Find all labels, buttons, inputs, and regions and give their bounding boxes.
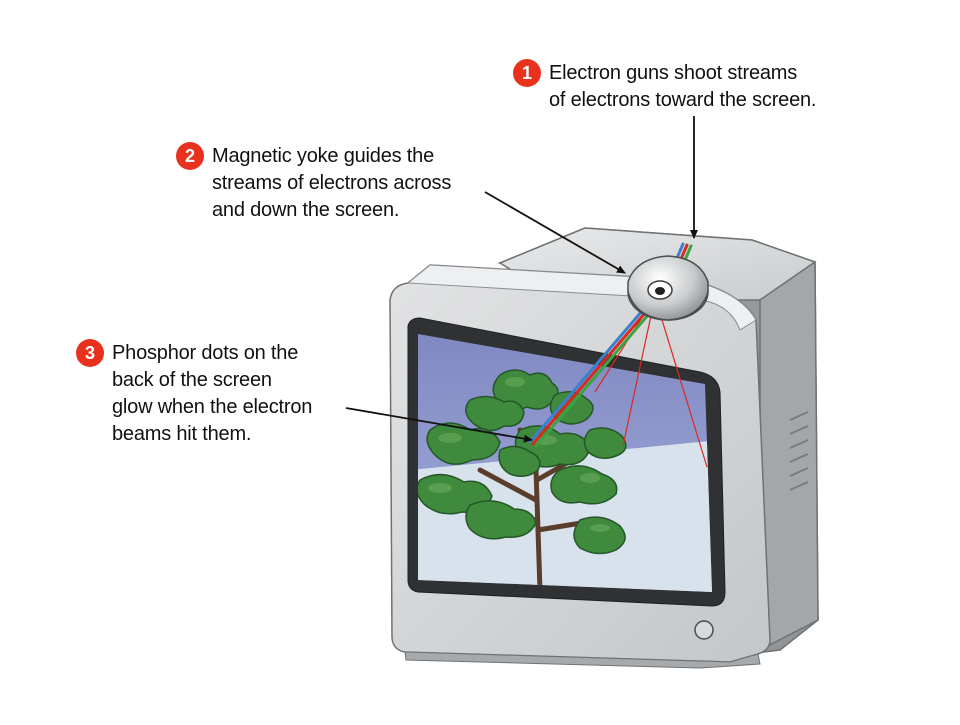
callout-2-line-1: Magnetic yoke guides the [212,145,435,167]
base-edge [404,651,761,669]
magnetic-yoke [627,255,709,321]
leader-lines [345,116,698,443]
number-badge-2: 2 [176,142,204,170]
number-badge-3: 3 [76,339,104,367]
callout-2-line-2: streams of electrons across [212,172,452,194]
callout-3: 3 Phosphor dots on the back of the scree… [76,339,312,448]
callout-1-line-2: of electrons toward the screen. [549,89,817,111]
leader-line-3 [345,407,533,443]
callout-1-text: Electron guns shoot streams of electrons… [549,60,816,114]
callout-2: 2 Magnetic yoke guides the streams of el… [176,142,451,224]
callout-2-line-3: and down the screen. [212,199,400,221]
callout-3-line-1: Phosphor dots on the [112,342,299,364]
callout-3-text: Phosphor dots on the back of the screen … [112,340,312,448]
callout-1: 1 Electron guns shoot streams of electro… [513,59,816,114]
callout-1-line-1: Electron guns shoot streams [549,62,798,84]
callout-3-line-4: beams hit them. [112,423,252,445]
leader-line-2 [484,191,626,274]
callout-2-text: Magnetic yoke guides the streams of elec… [212,143,451,224]
vent-slots [789,411,809,491]
electron-beams [528,295,662,448]
number-badge-1: 1 [513,59,541,87]
power-button [694,620,714,640]
screen-image [418,334,712,592]
callout-3-line-2: back of the screen [112,369,272,391]
callout-3-line-3: glow when the electron [112,396,313,418]
